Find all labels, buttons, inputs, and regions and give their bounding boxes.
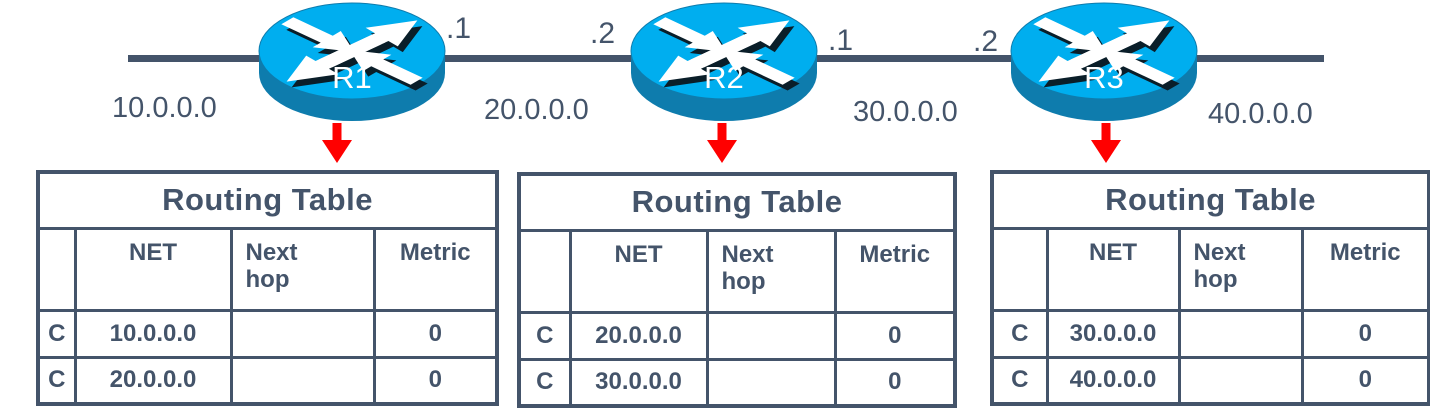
interface-label: .2	[590, 17, 616, 50]
column-header-metric: Metric	[1300, 226, 1430, 312]
router-label: R3	[1084, 60, 1124, 95]
metric-cell: 0	[1300, 355, 1430, 406]
column-header-next-hop-text: Next hop	[245, 238, 298, 293]
table-row: C 30.0.0.0 0	[990, 308, 1430, 359]
column-header-net: NET	[73, 226, 233, 312]
routing-table-title: Routing Table	[517, 172, 957, 232]
metric-cell: 0	[1300, 308, 1430, 359]
routing-table-r3: Routing Table NET Next hop Metric C 30.0…	[990, 170, 1430, 406]
table-row: Routing Table	[517, 172, 957, 232]
net-cell: 20.0.0.0	[568, 310, 709, 361]
net-cell: 30.0.0.0	[568, 357, 709, 408]
column-header-next-hop-text: Next hop	[721, 240, 774, 295]
routing-table-title: Routing Table	[990, 170, 1430, 230]
router-r1: R1	[256, 0, 448, 127]
red-down-arrow-icon	[707, 123, 737, 163]
router-label: R2	[704, 60, 744, 95]
column-header-next-hop: Next hop	[705, 228, 837, 314]
network-label: 30.0.0.0	[853, 96, 958, 128]
net-cell: 40.0.0.0	[1045, 355, 1181, 406]
router-label: R1	[332, 60, 372, 95]
column-header-type	[36, 226, 77, 312]
interface-label: .1	[828, 24, 854, 57]
column-header-net: NET	[1045, 226, 1181, 312]
net-cell: 30.0.0.0	[1045, 308, 1181, 359]
column-header-net: NET	[568, 228, 709, 314]
table-row: C 10.0.0.0 0	[36, 308, 499, 359]
column-header-metric: Metric	[833, 228, 957, 314]
network-label: 40.0.0.0	[1208, 98, 1313, 130]
table-row: NET Next hop Metric	[990, 226, 1430, 312]
router-r2: R2	[628, 0, 820, 127]
network-label: 10.0.0.0	[112, 92, 217, 124]
table-row: NET Next hop Metric	[36, 226, 499, 312]
net-cell: 10.0.0.0	[73, 308, 233, 359]
column-header-type	[517, 228, 572, 314]
table-row: Routing Table	[990, 170, 1430, 230]
red-down-arrow-icon	[322, 123, 352, 163]
route-type-cell: C	[36, 355, 77, 406]
next-hop-cell	[705, 357, 837, 408]
router-r3: R3	[1008, 0, 1200, 127]
table-row: C 40.0.0.0 0	[990, 355, 1430, 406]
route-type-cell: C	[990, 355, 1049, 406]
interface-label: .1	[446, 12, 472, 45]
routing-table-r1: Routing Table NET Next hop Metric C 10.0…	[36, 170, 500, 406]
interface-label: .2	[973, 25, 999, 58]
next-hop-cell	[1177, 308, 1304, 359]
column-header-type	[990, 226, 1049, 312]
next-hop-cell	[705, 310, 837, 361]
route-type-cell: C	[990, 308, 1049, 359]
table-row: Routing Table	[36, 170, 499, 230]
table-row: C 30.0.0.0 0	[517, 357, 957, 408]
next-hop-cell	[229, 355, 376, 406]
metric-cell: 0	[372, 355, 499, 406]
column-header-next-hop: Next hop	[229, 226, 376, 312]
metric-cell: 0	[372, 308, 499, 359]
column-header-next-hop-text: Next hop	[1193, 238, 1246, 293]
net-cell: 20.0.0.0	[73, 355, 233, 406]
next-hop-cell	[1177, 355, 1304, 406]
red-down-arrow-icon	[1091, 123, 1121, 163]
metric-cell: 0	[833, 310, 957, 361]
routing-table-r2: Routing Table NET Next hop Metric C 20.0…	[517, 172, 958, 408]
route-type-cell: C	[517, 310, 572, 361]
route-type-cell: C	[36, 308, 77, 359]
routing-table-title: Routing Table	[36, 170, 499, 230]
table-row: NET Next hop Metric	[517, 228, 957, 314]
network-label: 20.0.0.0	[484, 94, 589, 126]
table-row: C 20.0.0.0 0	[517, 310, 957, 361]
metric-cell: 0	[833, 357, 957, 408]
column-header-metric: Metric	[372, 226, 499, 312]
column-header-next-hop: Next hop	[1177, 226, 1304, 312]
next-hop-cell	[229, 308, 376, 359]
table-row: C 20.0.0.0 0	[36, 355, 499, 406]
route-type-cell: C	[517, 357, 572, 408]
